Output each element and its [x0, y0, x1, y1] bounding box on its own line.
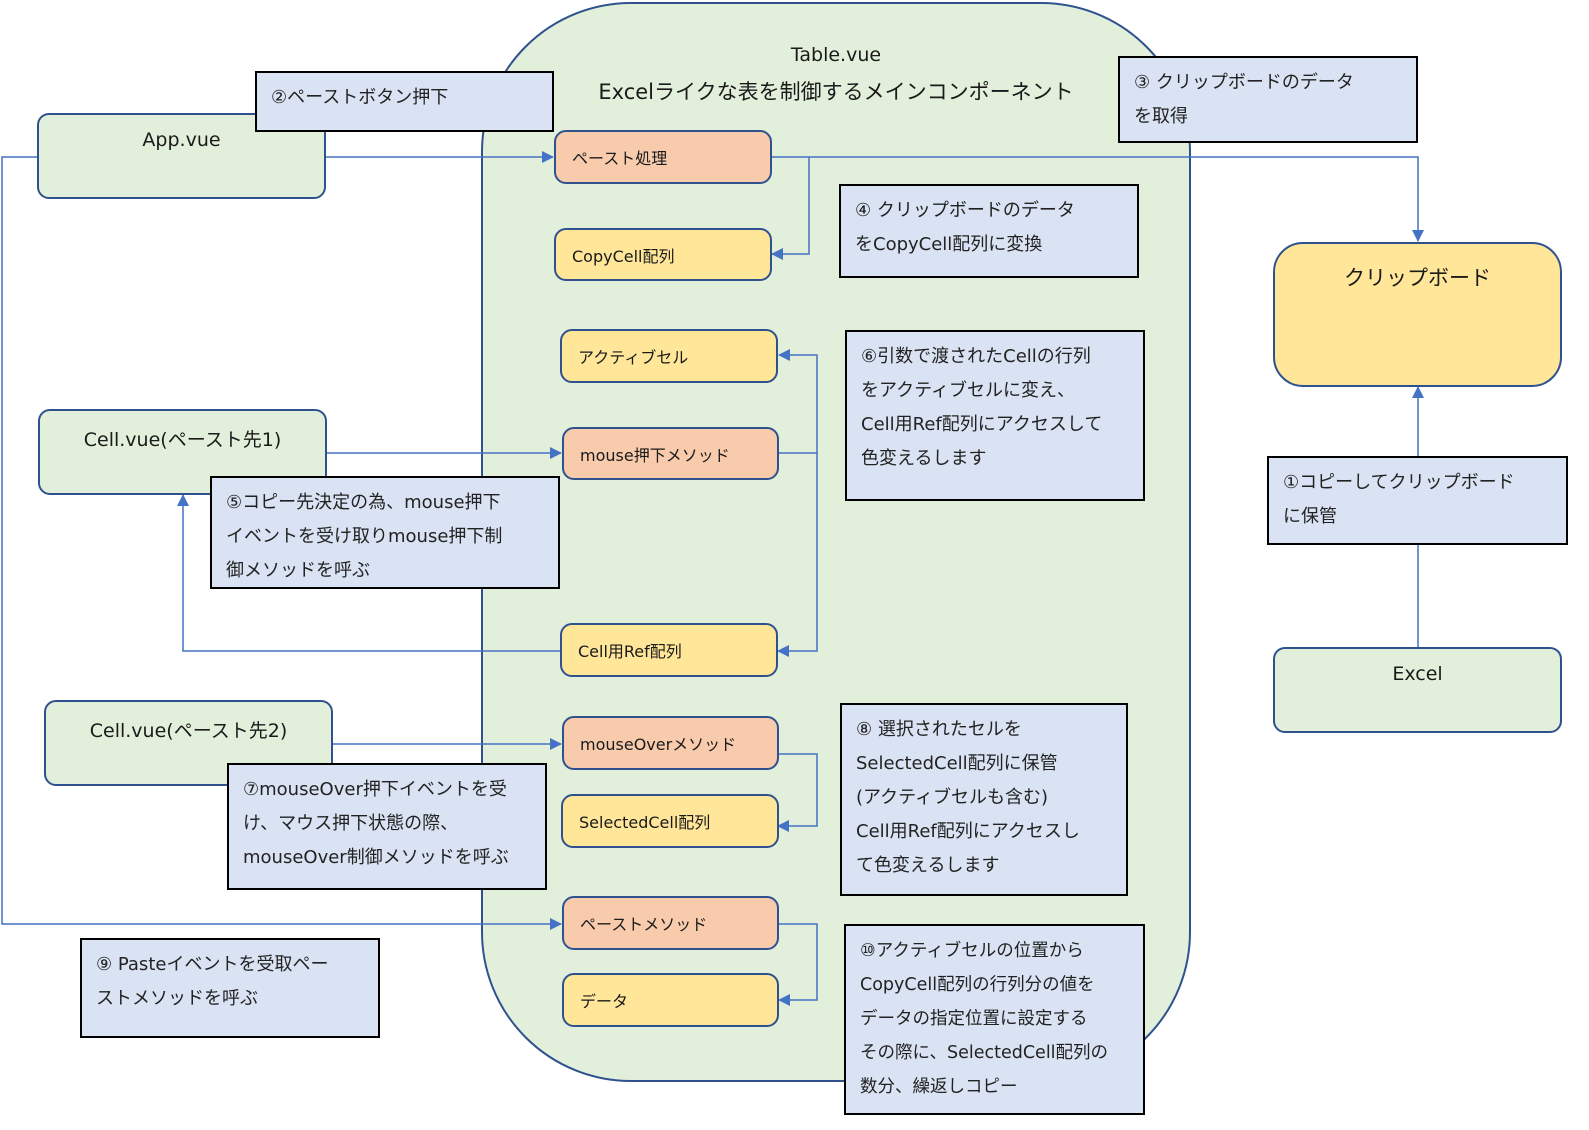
note-step-7-line: け、マウス押下状態の際、	[243, 813, 459, 834]
note-step-4: ④ クリップボードのデータ をCopyCell配列に変換	[839, 184, 1139, 278]
note-step-5-line: 御メソッドを呼ぶ	[226, 560, 370, 581]
note-step-10-line: CopyCell配列の行列分の値を	[860, 975, 1095, 995]
node-excel: Excel	[1273, 647, 1562, 733]
note-step-3: ③ クリップボードのデータ を取得	[1118, 56, 1418, 143]
note-step-9-line: ⑨ Pasteイベントを受取ペー	[96, 954, 329, 975]
note-step-8-line: SelectedCell配列に保管	[856, 753, 1058, 774]
note-step-4-line: をCopyCell配列に変換	[855, 234, 1043, 255]
node-paste-method: ペーストメソッド	[562, 896, 779, 950]
note-step-10-line: ⑩アクティブセルの位置から	[860, 941, 1084, 961]
node-paste-method-label: ペーストメソッド	[580, 915, 708, 934]
node-clipboard: クリップボード	[1273, 242, 1562, 387]
node-excel-label: Excel	[1392, 663, 1443, 685]
note-step-7: ⑦mouseOver押下イベントを受 け、マウス押下状態の際、 mouseOve…	[227, 763, 547, 890]
note-step-10-line: その際に、SelectedCell配列の	[860, 1043, 1109, 1063]
node-cell-vue-2-label: Cell.vue(ペースト先2)	[89, 720, 288, 742]
node-paste-process-label: ペースト処理	[572, 149, 668, 168]
arrow-paste-process-to-clipboard	[772, 156, 1424, 242]
note-step-9: ⑨ Pasteイベントを受取ペー ストメソッドを呼ぶ	[80, 938, 380, 1038]
note-step-6-line: をアクティブセルに変え、	[861, 380, 1076, 401]
node-selectedcell-array: SelectedCell配列	[561, 794, 779, 848]
note-step-7-line: ⑦mouseOver押下イベントを受	[243, 779, 507, 800]
arrow-mouseover-to-selectedcell	[777, 753, 818, 832]
node-mouseover-method-label: mouseOverメソッド	[580, 735, 737, 754]
node-active-cell: アクティブセル	[560, 329, 778, 383]
note-step-6-line: Cell用Ref配列にアクセスして	[861, 414, 1103, 435]
arrow-mousedown-to-activecell	[778, 349, 818, 454]
note-step-3-line: を取得	[1134, 106, 1188, 127]
note-step-6-line: ⑥引数で渡されたCellの行列	[861, 346, 1091, 367]
note-step-1-line: に保管	[1283, 506, 1337, 527]
node-cell-vue-1-label: Cell.vue(ペースト先1)	[83, 429, 282, 451]
node-clipboard-label: クリップボード	[1344, 266, 1491, 290]
node-data: データ	[562, 973, 779, 1027]
note-step-4-line: ④ クリップボードのデータ	[855, 200, 1075, 221]
note-step-8-line: ⑧ 選択されたセルを	[856, 719, 1022, 740]
table-vue-subtitle: Excelライクな表を制御するメインコンポーネント	[598, 80, 1074, 104]
node-cell-vue-1: Cell.vue(ペースト先1)	[38, 409, 327, 495]
arrow-mousedown-to-cellref	[777, 453, 818, 657]
note-step-6: ⑥引数で渡されたCellの行列 をアクティブセルに変え、 Cell用Ref配列に…	[845, 330, 1145, 501]
note-step-6-line: 色変えるします	[861, 448, 987, 469]
node-mouse-down-method: mouse押下メソッド	[562, 427, 779, 480]
node-cell-ref-array: Cell用Ref配列	[560, 623, 778, 677]
note-step-9-line: ストメソッドを呼ぶ	[96, 988, 258, 1009]
arrow-paste-method-to-data	[778, 923, 818, 1006]
node-cell-ref-array-label: Cell用Ref配列	[578, 642, 682, 661]
node-copycell-array-label: CopyCell配列	[572, 246, 675, 266]
node-app-vue-label: App.vue	[142, 129, 221, 151]
note-step-5-line: イベントを受け取りmouse押下制	[226, 526, 503, 547]
note-step-7-line: mouseOver制御メソッドを呼ぶ	[243, 847, 509, 868]
arrow-paste-process-to-copycell	[771, 157, 810, 260]
node-mouseover-method: mouseOverメソッド	[562, 716, 779, 770]
note-step-8-line: Cell用Ref配列にアクセスし	[856, 821, 1080, 842]
note-step-10: ⑩アクティブセルの位置から CopyCell配列の行列分の値を データの指定位置…	[844, 924, 1145, 1115]
node-active-cell-label: アクティブセル	[578, 348, 689, 367]
note-step-8-line: て色変えるします	[856, 855, 1000, 876]
table-vue-title: Table.vue	[790, 44, 882, 66]
note-step-5: ⑤コピー先決定の為、mouse押下 イベントを受け取りmouse押下制 御メソッ…	[210, 476, 560, 589]
node-selectedcell-array-label: SelectedCell配列	[579, 813, 711, 832]
note-step-3-line: ③ クリップボードのデータ	[1134, 72, 1354, 93]
note-step-2-line: ②ペーストボタン押下	[271, 87, 449, 108]
note-step-5-line: ⑤コピー先決定の為、mouse押下	[226, 492, 501, 513]
node-data-label: データ	[580, 992, 629, 1011]
arrow-cellref-to-cell1	[177, 494, 561, 652]
arrow-app-to-paste-method	[1, 156, 562, 930]
node-copycell-array: CopyCell配列	[554, 228, 772, 281]
note-step-1: ①コピーしてクリップボード に保管	[1267, 456, 1568, 545]
note-step-8: ⑧ 選択されたセルを SelectedCell配列に保管 (アクティブセルも含む…	[840, 703, 1128, 896]
note-step-10-line: データの指定位置に設定する	[860, 1009, 1088, 1029]
note-step-10-line: 数分、繰返しコピー	[860, 1077, 1018, 1097]
note-step-8-line: (アクティブセルも含む)	[856, 787, 1049, 808]
note-step-2: ②ペーストボタン押下	[255, 71, 554, 132]
node-paste-process: ペースト処理	[554, 130, 772, 184]
node-mouse-down-method-label: mouse押下メソッド	[580, 445, 730, 465]
note-step-1-line: ①コピーしてクリップボード	[1283, 472, 1515, 493]
